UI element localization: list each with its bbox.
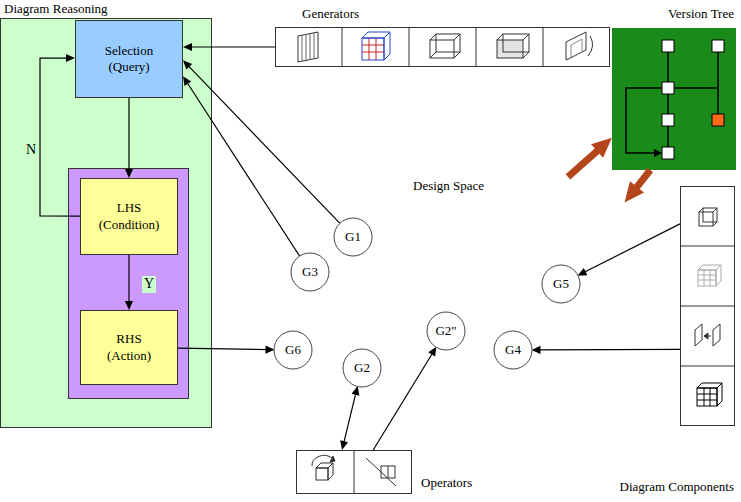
heading-label: Diagram Reasoning: [4, 1, 108, 17]
connector-line: [128, 255, 129, 304]
connector-line: [178, 348, 268, 349]
arrow-head: [265, 346, 274, 354]
node-label: G5: [553, 276, 569, 292]
edge-label: N: [24, 142, 38, 159]
connector: [373, 347, 436, 450]
reasoning-panel-fill: [1, 19, 212, 428]
version-tree-drawing: [612, 28, 736, 170]
design-space-outline: [238, 160, 694, 450]
connector-line: [189, 46, 275, 47]
condition-box: LHS (Condition): [80, 178, 178, 255]
arrow-head: [591, 138, 612, 158]
connector-line: [40, 58, 80, 216]
connector: [40, 54, 80, 216]
circle-shape: [274, 331, 312, 369]
connector-line: [128, 98, 129, 172]
connector: [183, 60, 340, 223]
heading-label: Design Space: [413, 178, 484, 194]
circle-shape: [291, 253, 329, 291]
design-circle: G5: [541, 264, 581, 304]
circle-shape: [494, 331, 532, 369]
node-label: G2": [435, 323, 456, 339]
design-circle: G3: [290, 252, 330, 292]
node-label: G1: [345, 229, 361, 245]
arrow-head: [125, 301, 133, 310]
connector-line: [538, 349, 680, 351]
design-space-shape: [240, 162, 692, 448]
node-label: G6: [285, 342, 301, 358]
query-box: Selection (Query): [75, 20, 183, 98]
version-arrow: [625, 170, 651, 203]
arrow-head: [340, 440, 348, 450]
node-label: Selection (Query): [96, 43, 162, 76]
connector: [340, 386, 359, 450]
heading-label: Generators: [302, 6, 359, 22]
circle-shape: [542, 265, 580, 303]
connector: [125, 255, 133, 310]
arrow-head: [578, 268, 588, 276]
design-space: Design SpaceG1G3G5G2" G6 G4G2: [238, 160, 694, 450]
arrow-head: [183, 60, 192, 69]
arrow-head: [66, 54, 75, 62]
circle-shape: [343, 349, 381, 387]
connector-line: [583, 224, 680, 273]
connector: [183, 43, 275, 51]
node-label: RHS (Action): [96, 331, 162, 364]
connector: [578, 224, 680, 276]
component-column: Diagram Components: [680, 186, 735, 426]
circle-shape: [427, 312, 465, 350]
design-circle: G6: [273, 330, 313, 370]
node-label: LHS (Condition): [96, 200, 162, 233]
arrow-head: [183, 76, 191, 86]
connector: [183, 76, 300, 256]
arrow-head: [428, 347, 436, 357]
circle-shape: [334, 218, 372, 256]
operator-icons: [312, 450, 396, 494]
node-label: G3: [302, 264, 318, 280]
arrow-head: [625, 181, 644, 202]
node-label: G4: [505, 342, 521, 358]
connector: [125, 98, 133, 178]
heading-label: Version Tree: [668, 6, 734, 22]
node-label: G2: [354, 360, 370, 376]
connector-line: [186, 82, 300, 257]
design-circle: G4: [493, 330, 533, 370]
heading-label: Operators: [421, 475, 472, 491]
component-icons: [680, 208, 735, 406]
edge-label: Y: [142, 276, 156, 293]
action-box: RHS (Action): [80, 310, 178, 385]
version-tree: Version Tree: [612, 28, 736, 170]
operator-strip: Operators: [296, 450, 412, 494]
design-circle: G2": [426, 311, 466, 351]
connector-line: [344, 392, 357, 444]
design-circle: G2: [342, 348, 382, 388]
rule-box: [69, 169, 189, 399]
version-arrow: [568, 138, 612, 177]
generator-strip: Generators: [275, 27, 610, 67]
arrow-head: [531, 346, 540, 354]
heading-label: Diagram Components: [620, 479, 734, 495]
arrow-head: [352, 386, 360, 396]
connector-line: [373, 352, 433, 450]
connector-line: [568, 147, 602, 177]
generator-icons: [298, 27, 593, 67]
reasoning-panel: Diagram ReasoningSelection (Query)LHS (C…: [0, 18, 212, 428]
design-circle: G1: [333, 217, 373, 257]
arrow-head: [125, 169, 133, 178]
connector: [178, 346, 275, 354]
arrow-head: [183, 43, 192, 51]
connector: [531, 346, 680, 354]
